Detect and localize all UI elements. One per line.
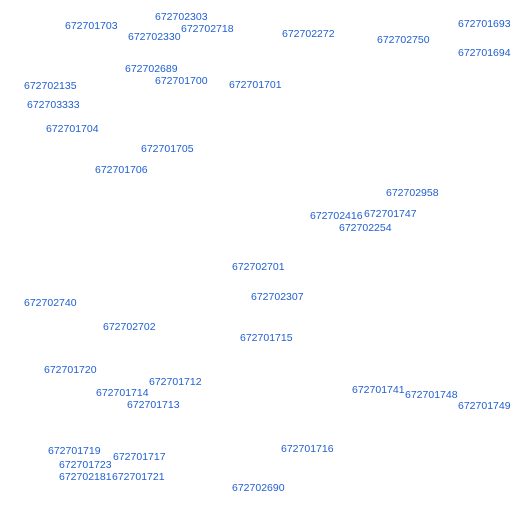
map-label[interactable]: 672701706: [95, 164, 148, 176]
map-label[interactable]: 672701723: [59, 459, 112, 471]
map-label[interactable]: 672702689: [125, 63, 178, 75]
map-label[interactable]: 672701713: [127, 399, 180, 411]
map-label[interactable]: 672702254: [339, 222, 392, 234]
map-label[interactable]: 672702181: [59, 471, 112, 483]
map-label[interactable]: 672702958: [386, 187, 439, 199]
map-label[interactable]: 672701717: [113, 451, 166, 463]
map-label[interactable]: 672701704: [46, 123, 99, 135]
map-label[interactable]: 672702330: [128, 31, 181, 43]
map-label[interactable]: 672701748: [405, 389, 458, 401]
map-label[interactable]: 672701716: [281, 443, 334, 455]
map-label[interactable]: 672703333: [27, 99, 80, 111]
map-label[interactable]: 672701701: [229, 79, 282, 91]
map-label[interactable]: 672702307: [251, 291, 304, 303]
map-label[interactable]: 672702303: [155, 11, 208, 23]
map-label[interactable]: 672701700: [155, 75, 208, 87]
map-label[interactable]: 672702718: [181, 23, 234, 35]
map-label[interactable]: 672701705: [141, 143, 194, 155]
map-label[interactable]: 672702750: [377, 34, 430, 46]
map-label[interactable]: 672701703: [65, 20, 118, 32]
map-label[interactable]: 672701749: [458, 400, 511, 412]
map-label[interactable]: 672702416: [310, 210, 363, 222]
map-label[interactable]: 672702702: [103, 321, 156, 333]
map-label[interactable]: 672701712: [149, 376, 202, 388]
map-label[interactable]: 672701715: [240, 332, 293, 344]
map-label[interactable]: 672701741: [352, 384, 405, 396]
map-label[interactable]: 672701721: [112, 471, 165, 483]
map-label[interactable]: 672702272: [282, 28, 335, 40]
map-label[interactable]: 672702690: [232, 482, 285, 494]
map-label[interactable]: 672701714: [96, 387, 149, 399]
map-label[interactable]: 672702135: [24, 80, 77, 92]
map-label[interactable]: 672701720: [44, 364, 97, 376]
map-label[interactable]: 672702740: [24, 297, 77, 309]
map-label[interactable]: 672701694: [458, 47, 511, 59]
map-label[interactable]: 672701719: [48, 445, 101, 457]
map-label[interactable]: 672702701: [232, 261, 285, 273]
map-label[interactable]: 672701693: [458, 18, 511, 30]
map-label[interactable]: 672701747: [364, 208, 417, 220]
